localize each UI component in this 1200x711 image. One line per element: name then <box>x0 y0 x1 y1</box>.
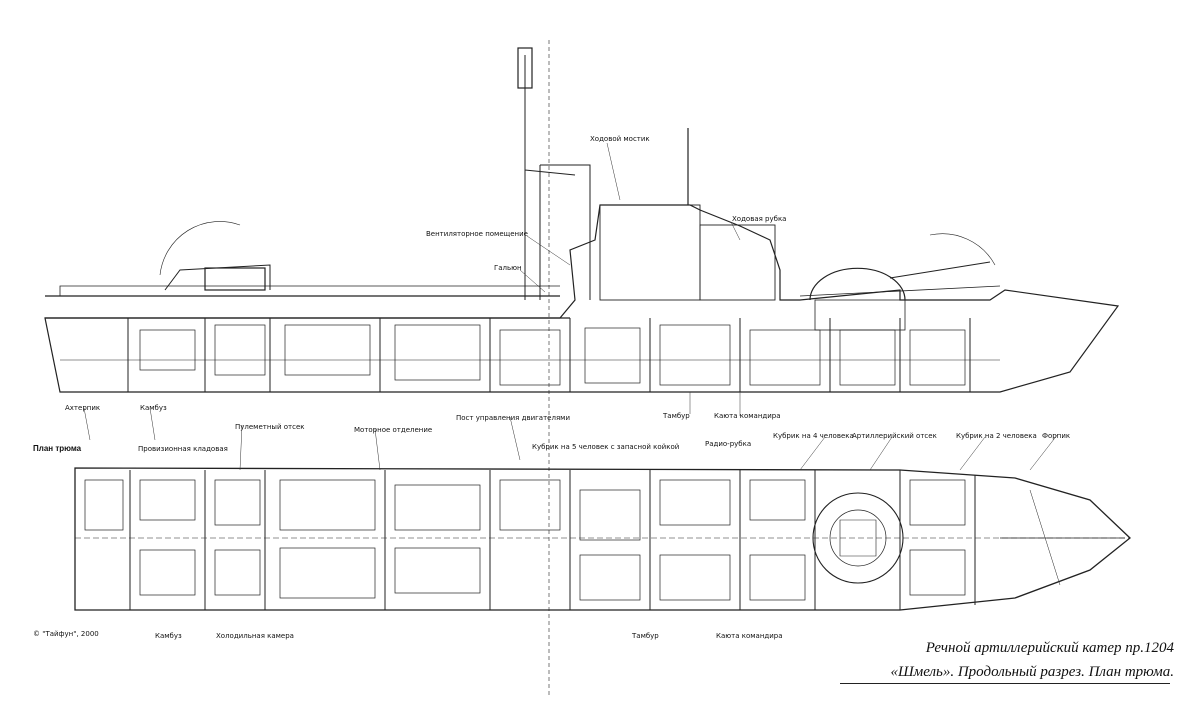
side-profile <box>44 40 1120 698</box>
label-provizionnaya: Провизионная кладовая <box>138 445 228 453</box>
caption-underline <box>840 683 1170 684</box>
hull-outline <box>44 204 1120 393</box>
label-radio-rubka: Радио-рубка <box>705 440 752 448</box>
label-kubrik-2: Кубрик на 2 человека <box>956 432 1037 440</box>
label-ahterpik: Ахтерпик <box>65 404 101 412</box>
label-kambuz-profile: Камбуз <box>140 404 167 412</box>
label-kauta-plan: Каюта командира <box>716 632 783 640</box>
label-motornoe-otdelenie: Моторное отделение <box>354 426 433 434</box>
label-pulemetny-otsek: Пулеметный отсек <box>235 423 305 431</box>
label-ventilyatornoe: Вентиляторное помещение <box>426 230 528 238</box>
label-kambuz-plan: Камбуз <box>155 632 182 640</box>
label-hodovoy-mostik: Ходовой мостик <box>590 135 650 143</box>
label-post-upravleniya: Пост управления двигателями <box>456 414 570 422</box>
hold-plan <box>74 467 1131 611</box>
caption-line-1: Речной артиллерийский катер пр.1204 <box>925 640 1174 656</box>
label-kauta-profile: Каюта командира <box>714 412 781 420</box>
label-galyun: Гальюн <box>494 264 522 272</box>
label-hodovaya-rubka: Ходовая рубка <box>732 215 787 223</box>
label-kubrik-4: Кубрик на 4 человека <box>773 432 854 440</box>
plan-outline <box>74 467 1131 611</box>
label-forpik: Форпик <box>1042 432 1071 440</box>
leader-lines <box>83 142 1059 471</box>
label-artilleriysky-otsek: Артиллерийский отсек <box>852 432 937 440</box>
label-tambur-plan: Тамбур <box>632 632 659 640</box>
label-tambur-profile: Тамбур <box>663 412 690 420</box>
caption-line-2: «Шмель». Продольный разрез. План трюма. <box>890 664 1174 680</box>
label-kubrik-5: Кубрик на 5 человек с запасной койкой <box>532 443 680 451</box>
section-title: План трюма <box>33 444 82 453</box>
label-holodilnaya-kamera: Холодильная камера <box>216 632 294 640</box>
copyright: © "Тайфун", 2000 <box>33 630 99 638</box>
